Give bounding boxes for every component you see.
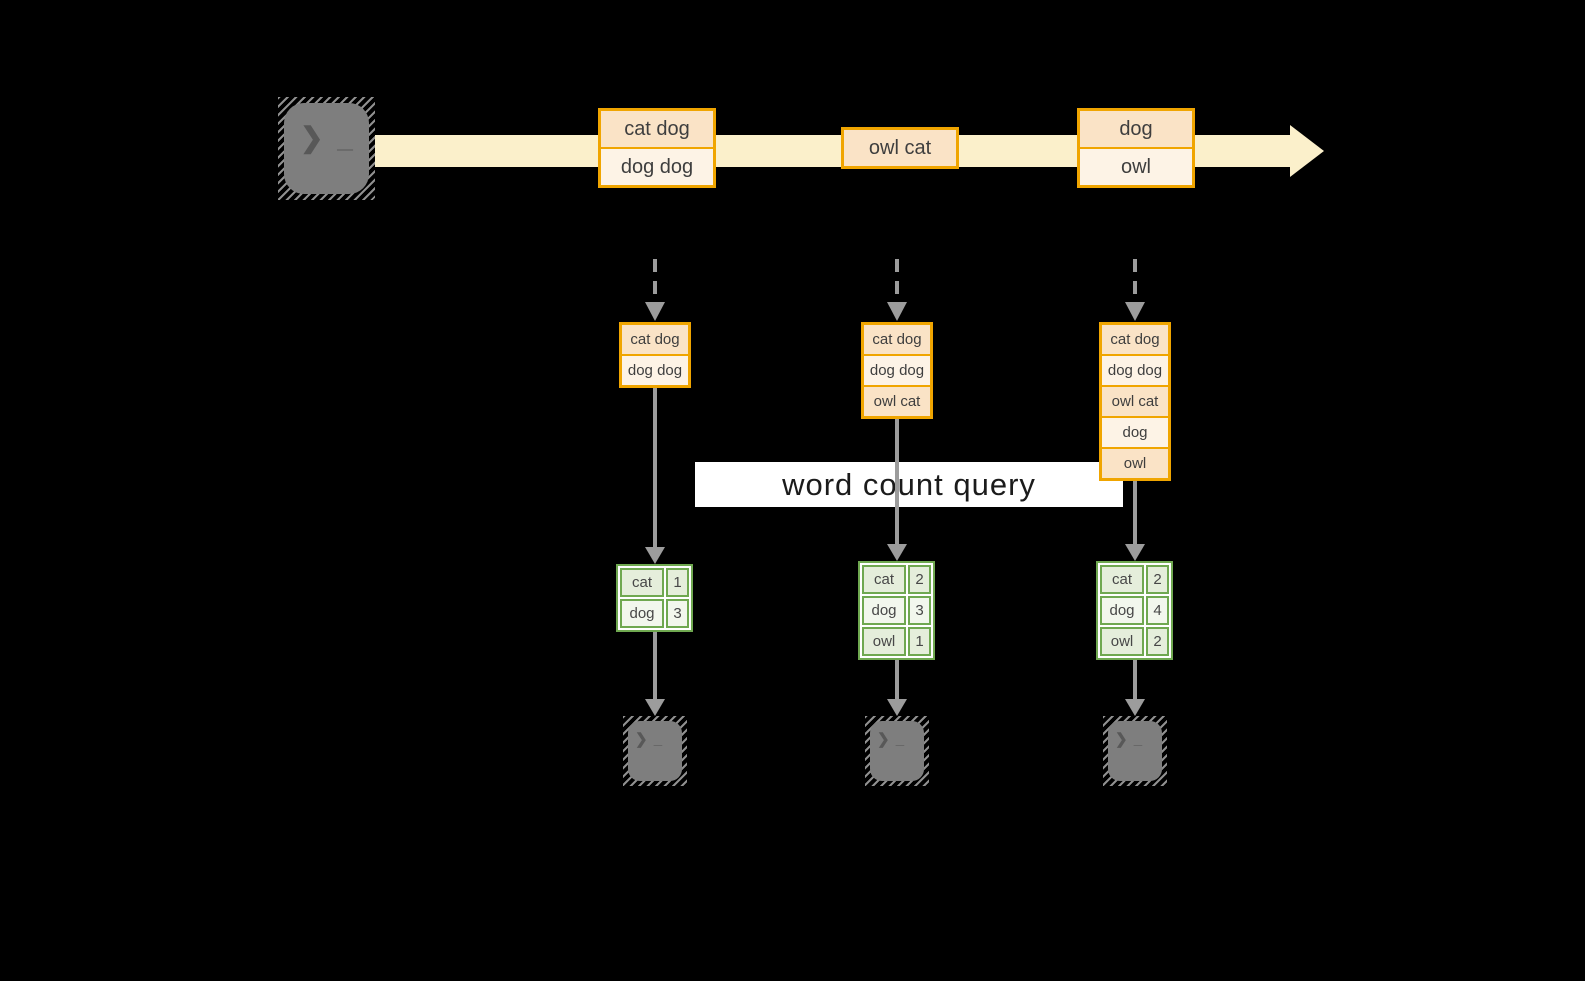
word-cell: dog — [620, 599, 664, 628]
word-cell: cat — [1100, 565, 1144, 594]
word-cell: owl — [1100, 627, 1144, 656]
stream-arrowhead-icon — [1290, 125, 1324, 177]
output-terminal-icon-2: ❯ _ — [865, 716, 929, 786]
state-box-2: cat dog dog dog owl cat — [861, 322, 933, 419]
batch-arrow-dashed-1 — [645, 259, 665, 321]
state-line: dog dog — [1102, 354, 1168, 385]
count-cell: 2 — [1146, 627, 1169, 656]
stream-event-line: owl — [1080, 147, 1192, 185]
wordcount-table-2: cat 2 dog 3 owl 1 — [858, 561, 935, 660]
output-terminal-icon-3: ❯ _ — [1103, 716, 1167, 786]
count-cell: 4 — [1146, 596, 1169, 625]
state-line: owl cat — [864, 385, 930, 416]
word-cell: cat — [620, 568, 664, 597]
state-line: cat dog — [622, 325, 688, 354]
output-arrow-2 — [887, 659, 907, 716]
state-line: owl — [1102, 447, 1168, 478]
count-cell: 1 — [908, 627, 931, 656]
terminal-prompt-glyph: ❯ _ — [877, 731, 906, 748]
wordcount-table-3: cat 2 dog 4 owl 2 — [1096, 561, 1173, 660]
count-cell: 2 — [1146, 565, 1169, 594]
stream-event-box-3: dog owl — [1077, 108, 1195, 188]
batch-arrow-dashed-3 — [1125, 259, 1145, 321]
source-terminal-icon: ❯ _ — [278, 97, 375, 200]
terminal-body — [284, 103, 369, 194]
word-cell: owl — [862, 627, 906, 656]
state-line: owl cat — [1102, 385, 1168, 416]
query-arrow-2 — [887, 419, 907, 561]
terminal-prompt-glyph: ❯ _ — [300, 122, 356, 153]
query-banner: word count query — [695, 462, 1123, 507]
state-line: dog dog — [622, 354, 688, 385]
word-cell: cat — [862, 565, 906, 594]
output-arrow-3 — [1125, 659, 1145, 716]
word-cell: dog — [1100, 596, 1144, 625]
terminal-prompt-glyph: ❯ _ — [1115, 731, 1144, 748]
batch-arrow-dashed-2 — [887, 259, 907, 321]
state-box-3: cat dog dog dog owl cat dog owl — [1099, 322, 1171, 481]
word-cell: dog — [862, 596, 906, 625]
count-cell: 2 — [908, 565, 931, 594]
query-arrow-1 — [645, 388, 665, 564]
wordcount-table-1: cat 1 dog 3 — [616, 564, 693, 632]
terminal-body — [870, 721, 924, 781]
stream-event-box-1: cat dog dog dog — [598, 108, 716, 188]
state-line: dog dog — [864, 354, 930, 385]
terminal-body — [628, 721, 682, 781]
stream-event-line: dog dog — [601, 147, 713, 185]
output-arrow-1 — [645, 632, 665, 716]
stream-event-box-2: owl cat — [841, 127, 959, 169]
query-label: word count query — [782, 466, 1036, 502]
query-arrow-3 — [1125, 481, 1145, 561]
output-terminal-icon-1: ❯ _ — [623, 716, 687, 786]
state-box-1: cat dog dog dog — [619, 322, 691, 388]
count-cell: 1 — [666, 568, 689, 597]
terminal-prompt-glyph: ❯ _ — [635, 731, 664, 748]
state-line: cat dog — [864, 325, 930, 354]
stream-event-line: cat dog — [601, 111, 713, 147]
stream-event-line: dog — [1080, 111, 1192, 147]
terminal-body — [1108, 721, 1162, 781]
count-cell: 3 — [908, 596, 931, 625]
state-line: cat dog — [1102, 325, 1168, 354]
state-line: dog — [1102, 416, 1168, 447]
count-cell: 3 — [666, 599, 689, 628]
stream-event-line: owl cat — [844, 130, 956, 166]
